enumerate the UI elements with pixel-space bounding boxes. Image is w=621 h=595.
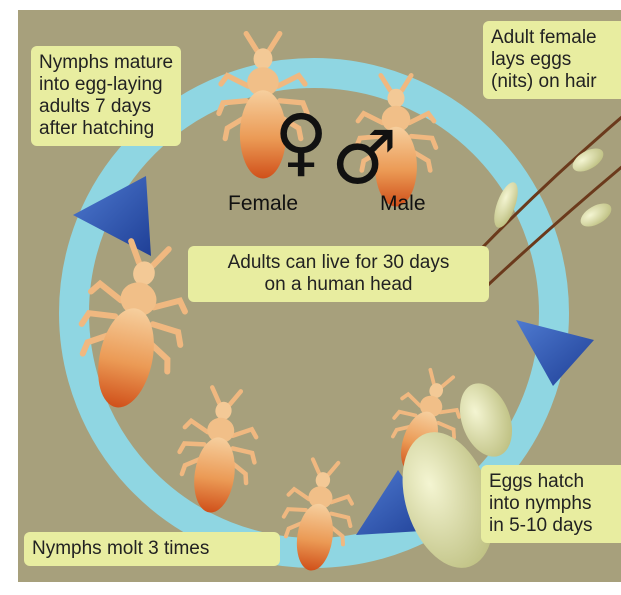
male-symbol-icon: ♂ xyxy=(331,118,397,198)
label-male: Male xyxy=(380,192,426,216)
label-nymphs-molt: Nymphs molt 3 times xyxy=(24,532,280,566)
label-adult-female-lays-eggs: Adult female lays eggs (nits) on hair xyxy=(483,21,621,99)
label-female: Female xyxy=(228,192,298,216)
label-adults-live: Adults can live for 30 days on a human h… xyxy=(188,246,489,302)
label-nymphs-mature: Nymphs mature into egg-laying adults 7 d… xyxy=(31,46,181,146)
female-symbol-icon: ♀ xyxy=(274,102,328,182)
lice-life-cycle-diagram: Nymphs mature into egg-laying adults 7 d… xyxy=(18,10,621,582)
label-eggs-hatch: Eggs hatch into nymphs in 5-10 days xyxy=(481,465,621,543)
